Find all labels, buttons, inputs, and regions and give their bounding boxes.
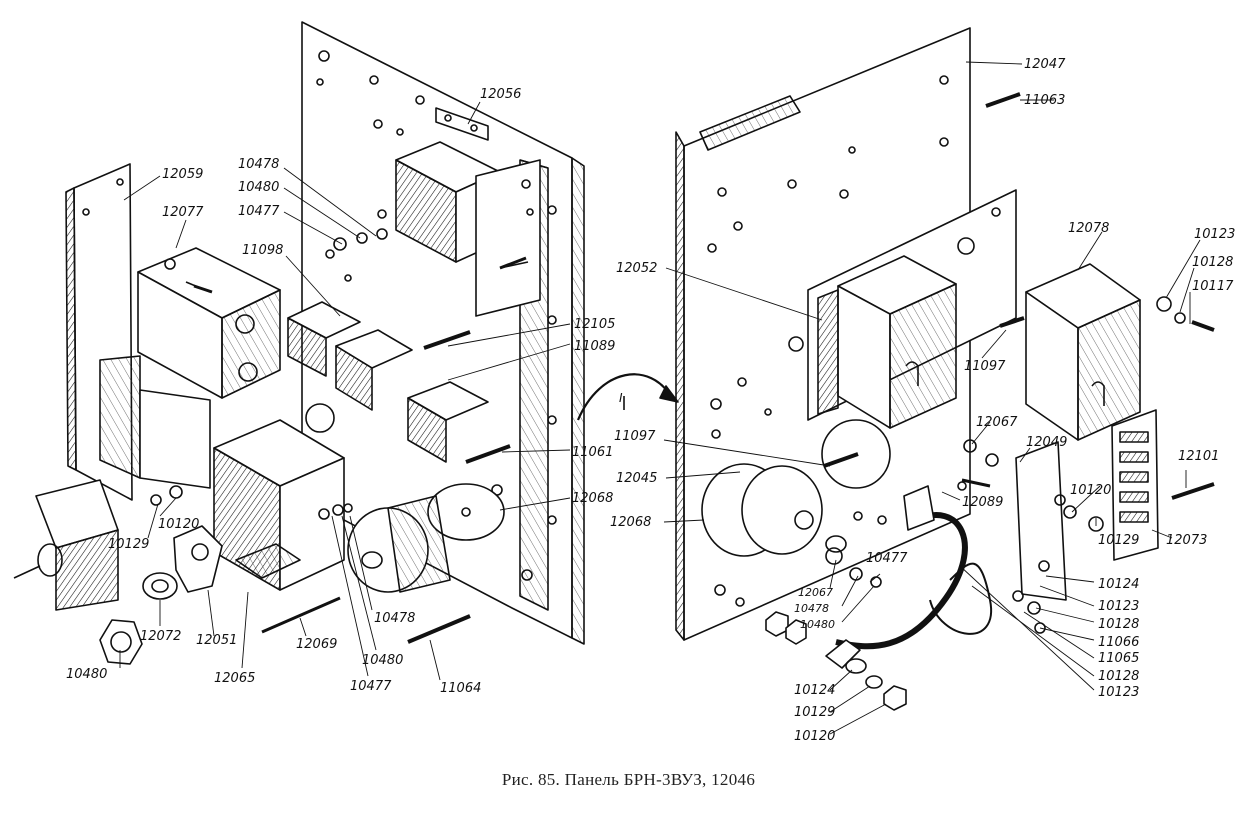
label-10478-right: 10478 bbox=[794, 602, 829, 615]
label-10128-top: 10128 bbox=[1192, 255, 1233, 270]
label-10477: 10477 bbox=[238, 204, 280, 219]
label-12065: 12065 bbox=[214, 671, 255, 686]
label-12078: 12078 bbox=[1068, 221, 1109, 236]
label-12056: 12056 bbox=[480, 87, 521, 102]
label-12051: 12051 bbox=[196, 633, 237, 648]
terminal-strip-12073 bbox=[1111, 409, 1159, 561]
label-10128-lower: 10128 bbox=[1098, 669, 1139, 684]
label-11063: 11063 bbox=[1024, 93, 1065, 108]
label-12052: 12052 bbox=[616, 261, 657, 276]
label-10129-right: 10129 bbox=[1098, 533, 1139, 548]
heatsink-11098 bbox=[287, 301, 489, 463]
label-12077: 12077 bbox=[162, 205, 204, 220]
label-10124-right: 10124 bbox=[1098, 577, 1139, 592]
capacitor-12068-left bbox=[347, 483, 505, 593]
label-10123-lower: 10123 bbox=[1098, 685, 1139, 700]
label-12067-lower: 12067 bbox=[798, 586, 833, 599]
label-10477-right: 10477 bbox=[866, 551, 908, 566]
label-10129: 10129 bbox=[108, 537, 149, 552]
label-10129-bottom: 10129 bbox=[794, 705, 835, 720]
rotation-mark-label: I bbox=[619, 391, 623, 405]
label-10477-lower: 10477 bbox=[350, 679, 392, 694]
left-labels: 12056 10478 10480 10477 12059 12077 1109… bbox=[66, 87, 623, 696]
label-10123-top: 10123 bbox=[1194, 227, 1235, 242]
label-12045: 12045 bbox=[616, 471, 657, 486]
right-labels: 12047 11063 10123 10128 10117 12078 1205… bbox=[610, 57, 1235, 744]
capacitor-12045 bbox=[701, 419, 891, 557]
label-10123-right: 10123 bbox=[1098, 599, 1139, 614]
label-11066: 11066 bbox=[1098, 635, 1139, 650]
label-12105: 12105 bbox=[574, 317, 615, 332]
label-10120-bottom: 10120 bbox=[794, 729, 835, 744]
label-12068: 12068 bbox=[572, 491, 613, 506]
label-10480-mid: 10480 bbox=[362, 653, 403, 668]
figure-caption: Рис. 85. Панель БРН-3ВУЗ, 12046 bbox=[501, 770, 756, 789]
label-12072: 12072 bbox=[140, 629, 181, 644]
label-10480-right: 10480 bbox=[800, 618, 835, 631]
heatsink-lower-left bbox=[213, 419, 345, 591]
relay-block-12077 bbox=[99, 247, 281, 489]
label-12089: 12089 bbox=[962, 495, 1003, 510]
rotation-arrow bbox=[576, 373, 679, 421]
label-11097-upper: 11097 bbox=[964, 359, 1006, 374]
label-11065: 11065 bbox=[1098, 651, 1139, 666]
label-10120: 10120 bbox=[158, 517, 199, 532]
label-11064: 11064 bbox=[440, 681, 481, 696]
cable-and-lugs-right bbox=[825, 485, 993, 669]
label-12069: 12069 bbox=[296, 637, 337, 652]
leader-lines bbox=[119, 61, 1201, 735]
label-11097-lower: 11097 bbox=[614, 429, 656, 444]
label-10117: 10117 bbox=[1192, 279, 1234, 294]
label-12049: 12049 bbox=[1026, 435, 1067, 450]
screws-left bbox=[193, 256, 527, 644]
relay-12078 bbox=[1025, 263, 1141, 441]
label-11061: 11061 bbox=[572, 445, 613, 460]
relay-12052 bbox=[817, 255, 957, 429]
transformer-upper-left bbox=[395, 141, 541, 317]
label-10128-right: 10128 bbox=[1098, 617, 1139, 632]
label-11089: 11089 bbox=[574, 339, 615, 354]
label-12067-upper: 12067 bbox=[976, 415, 1018, 430]
label-12059: 12059 bbox=[162, 167, 203, 182]
label-10120-right: 10120 bbox=[1070, 483, 1111, 498]
label-12047: 12047 bbox=[1024, 57, 1066, 72]
label-12068-right: 12068 bbox=[610, 515, 651, 530]
screws-right bbox=[823, 92, 1215, 500]
label-10124-bottom: 10124 bbox=[794, 683, 835, 698]
label-10480-lower: 10480 bbox=[66, 667, 107, 682]
terminal-connector-left bbox=[13, 479, 223, 611]
bracket-12049 bbox=[1015, 441, 1067, 601]
label-12073: 12073 bbox=[1166, 533, 1207, 548]
label-10478: 10478 bbox=[238, 157, 279, 172]
label-11098: 11098 bbox=[242, 243, 283, 258]
label-12101: 12101 bbox=[1178, 449, 1219, 464]
label-10478-lower: 10478 bbox=[374, 611, 415, 626]
label-10480: 10480 bbox=[238, 180, 279, 195]
washers-and-nuts-left bbox=[99, 228, 388, 665]
